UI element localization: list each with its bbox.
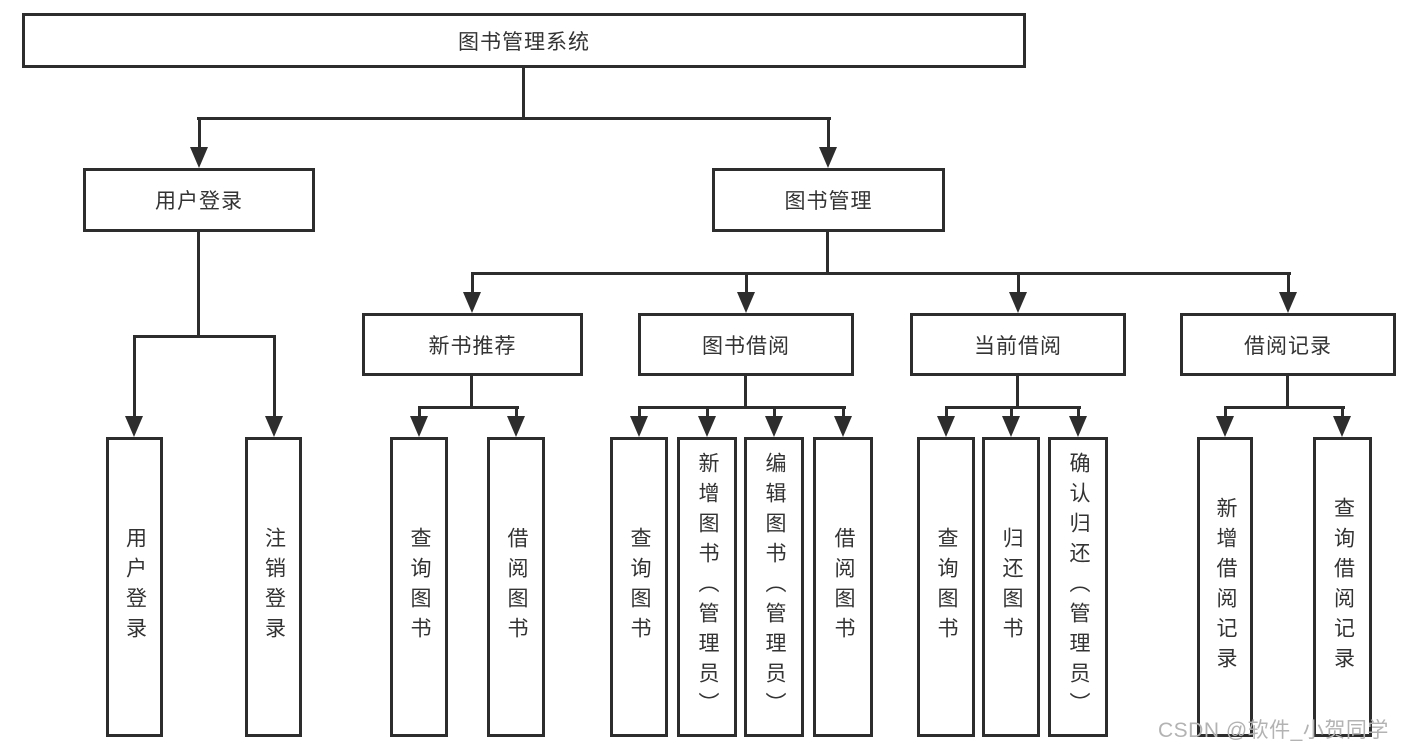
arrow-down-icon <box>265 336 283 437</box>
leaf-cb-query-book: 查询图书 <box>917 437 975 737</box>
node-library-system: 图书管理系统 <box>22 13 1026 68</box>
leaf-logout-label: 注销登录 <box>262 527 286 647</box>
leaf-bb-borrow-book-label: 借阅图书 <box>832 527 856 647</box>
node-book-borrow: 图书借阅 <box>638 313 854 376</box>
connector-split-new-book-recommend <box>418 406 519 409</box>
leaf-nr-borrow-book-label: 借阅图书 <box>505 527 529 647</box>
arrow-down-icon <box>1069 407 1087 437</box>
arrow-down-icon <box>737 273 755 313</box>
leaf-cb-return-book: 归还图书 <box>982 437 1040 737</box>
leaf-bb-add-book-admin: 新增图书（管理员） <box>677 437 737 737</box>
leaf-br-add-borrow-record: 新增借阅记录 <box>1197 437 1253 737</box>
arrow-down-icon <box>834 407 852 437</box>
leaf-cb-query-book-label: 查询图书 <box>935 527 959 647</box>
leaf-nr-query-book-label: 查询图书 <box>408 527 432 647</box>
leaf-user-login-label: 用户登录 <box>123 527 147 647</box>
leaf-bb-query-book-label: 查询图书 <box>628 527 652 647</box>
csdn-watermark: CSDN @软件_小贺同学 <box>1158 719 1389 742</box>
node-book-borrow-label: 图书借阅 <box>702 334 790 358</box>
leaf-cb-confirm-return-admin-label: 确认归还（管理员） <box>1067 452 1091 722</box>
node-borrow-records: 借阅记录 <box>1180 313 1396 376</box>
leaf-br-add-borrow-record-label: 新增借阅记录 <box>1214 497 1238 677</box>
connector-stem-root <box>522 68 525 118</box>
connector-split-borrow-records <box>1224 406 1345 409</box>
node-library-system-label: 图书管理系统 <box>458 30 590 54</box>
leaf-nr-query-book: 查询图书 <box>390 437 448 737</box>
connector-stem-book-borrow <box>744 376 747 407</box>
node-new-book-recommend-label: 新书推荐 <box>428 334 517 358</box>
leaf-br-query-borrow-record: 查询借阅记录 <box>1313 437 1372 737</box>
leaf-bb-edit-book-admin: 编辑图书（管理员） <box>744 437 804 737</box>
node-borrow-records-label: 借阅记录 <box>1244 334 1332 358</box>
arrow-down-icon <box>698 407 716 437</box>
arrow-down-icon <box>463 273 481 313</box>
node-user-login: 用户登录 <box>83 168 315 232</box>
arrow-down-icon <box>1333 407 1351 437</box>
connector-split-root <box>197 117 831 120</box>
arrow-down-icon <box>937 407 955 437</box>
leaf-user-login: 用户登录 <box>106 437 163 737</box>
connector-stem-new-book-recommend <box>470 376 473 407</box>
connector-stem-user-login <box>197 232 200 336</box>
leaf-cb-return-book-label: 归还图书 <box>1000 527 1024 647</box>
connector-split-current-borrow <box>945 406 1081 409</box>
node-new-book-recommend: 新书推荐 <box>362 313 583 376</box>
node-current-borrow-label: 当前借阅 <box>974 334 1062 358</box>
connector-stem-book-management <box>826 232 829 273</box>
connector-stem-borrow-records <box>1286 376 1289 407</box>
node-current-borrow: 当前借阅 <box>910 313 1126 376</box>
leaf-br-query-borrow-record-label: 查询借阅记录 <box>1331 497 1355 677</box>
arrow-down-icon <box>1009 273 1027 313</box>
arrow-down-icon <box>630 407 648 437</box>
connector-stem-current-borrow <box>1016 376 1019 407</box>
arrow-down-icon <box>1216 407 1234 437</box>
connector-split-book-management <box>471 272 1291 275</box>
connector-split-book-borrow <box>638 406 846 409</box>
leaf-bb-query-book: 查询图书 <box>610 437 668 737</box>
leaf-nr-borrow-book: 借阅图书 <box>487 437 545 737</box>
arrow-down-icon <box>819 118 837 168</box>
arrow-down-icon <box>507 407 525 437</box>
node-user-login-label: 用户登录 <box>155 190 243 213</box>
leaf-bb-borrow-book: 借阅图书 <box>813 437 873 737</box>
arrow-down-icon <box>765 407 783 437</box>
arrow-down-icon <box>190 118 208 168</box>
arrow-down-icon <box>1002 407 1020 437</box>
arrow-down-icon <box>1279 273 1297 313</box>
leaf-bb-add-book-admin-label: 新增图书（管理员） <box>696 452 720 722</box>
leaf-logout: 注销登录 <box>245 437 302 737</box>
node-book-management: 图书管理 <box>712 168 945 232</box>
node-book-management-label: 图书管理 <box>784 190 873 213</box>
arrow-down-icon <box>125 336 143 437</box>
leaf-cb-confirm-return-admin: 确认归还（管理员） <box>1048 437 1108 737</box>
arrow-down-icon <box>410 407 428 437</box>
connector-split-user-login <box>133 335 276 338</box>
leaf-bb-edit-book-admin-label: 编辑图书（管理员） <box>763 452 787 722</box>
